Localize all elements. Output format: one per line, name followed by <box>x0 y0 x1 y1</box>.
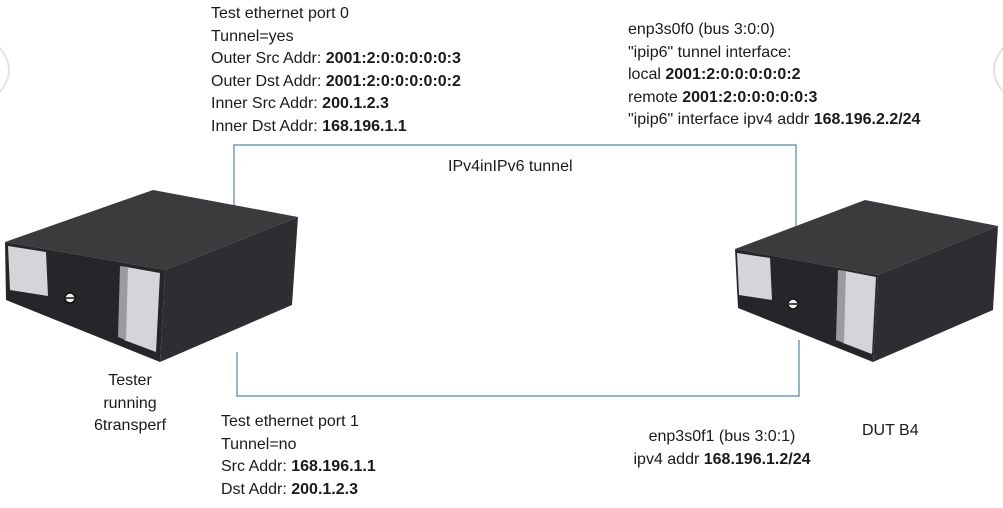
dut-if1-info: enp3s0f1 (bus 3:0:1) ipv4 addr 168.196.1… <box>602 426 842 471</box>
edge-arc-decoration <box>993 46 1003 94</box>
dut-if0-ipv4: "ipip6" interface ipv4 addr 168.196.2.2/… <box>628 109 920 132</box>
port1-dst: Dst Addr: 200.1.2.3 <box>221 479 376 502</box>
tester-label-line1: Tester <box>108 372 152 389</box>
inner-src-label: Inner Src Addr: <box>211 95 323 112</box>
port0-inner-dst: Inner Dst Addr: 168.196.1.1 <box>211 116 461 139</box>
dut-label: DUT B4 <box>862 422 919 439</box>
port0-title: Test ethernet port 0 <box>211 5 349 22</box>
edge-arc-decoration <box>0 46 10 94</box>
port0-info: Test ethernet port 0 Tunnel=yes Outer Sr… <box>211 3 461 138</box>
port0-outer-src: Outer Src Addr: 2001:2:0:0:0:0:0:3 <box>211 48 461 71</box>
outer-src-label: Outer Src Addr: <box>211 50 326 67</box>
dut-if0-desc: "ipip6" tunnel interface: <box>628 43 792 61</box>
tester-label-line3: 6transperf <box>93 417 167 434</box>
port1-tunnel: Tunnel=no <box>221 435 297 453</box>
dut-if0-title: enp3s0f0 (bus 3:0:0) <box>628 21 775 38</box>
dst-label: Dst Addr: <box>221 480 292 498</box>
inner-src-value: 200.1.2.3 <box>322 95 389 112</box>
inner-dst-value: 168.196.1.1 <box>322 117 407 135</box>
dut-if1-ipv4: ipv4 addr 168.196.1.2/24 <box>602 449 842 472</box>
inner-dst-label: Inner Dst Addr: <box>211 117 323 135</box>
ipip6-ipv4-value: 168.196.2.2/24 <box>813 111 921 128</box>
dst-value: 200.1.2.3 <box>291 480 358 498</box>
tunnel-link <box>233 144 797 232</box>
tester-label: Tester running 6transperf <box>78 370 182 438</box>
dut-if0-local: local 2001:2:0:0:0:0:0:2 <box>628 64 920 87</box>
dut-if1-title: enp3s0f1 (bus 3:0:1) <box>648 428 796 445</box>
outer-src-value: 2001:2:0:0:0:0:0:3 <box>325 50 461 67</box>
tester-label-line2: running <box>103 394 157 412</box>
src-label: Src Addr: <box>221 458 292 475</box>
plain-link <box>236 340 800 397</box>
local-value: 2001:2:0:0:0:0:0:2 <box>665 66 801 83</box>
dut-server-icon <box>735 200 998 362</box>
local-label: local <box>628 66 666 83</box>
src-value: 168.196.1.1 <box>291 458 376 475</box>
outer-dst-label: Outer Dst Addr: <box>211 72 326 90</box>
port0-outer-dst: Outer Dst Addr: 2001:2:0:0:0:0:0:2 <box>211 71 461 94</box>
network-links <box>233 144 800 397</box>
ipv4-label: ipv4 addr <box>633 450 704 468</box>
port1-title: Test ethernet port 1 <box>221 413 359 430</box>
remote-label: remote <box>628 88 683 106</box>
dut-if0-info: enp3s0f0 (bus 3:0:0) "ipip6" tunnel inte… <box>628 19 920 132</box>
port1-info: Test ethernet port 1 Tunnel=no Src Addr:… <box>221 411 376 501</box>
port0-tunnel: Tunnel=yes <box>211 27 294 45</box>
dut-if0-remote: remote 2001:2:0:0:0:0:0:3 <box>628 87 920 110</box>
remote-value: 2001:2:0:0:0:0:0:3 <box>682 88 818 106</box>
ipv4-value: 168.196.1.2/24 <box>703 450 811 468</box>
outer-dst-value: 2001:2:0:0:0:0:0:2 <box>325 72 461 90</box>
port0-inner-src: Inner Src Addr: 200.1.2.3 <box>211 93 461 116</box>
ipip6-ipv4-label: "ipip6" interface ipv4 addr <box>628 111 814 128</box>
port1-src: Src Addr: 168.196.1.1 <box>221 456 376 479</box>
tester-server-icon <box>5 190 298 362</box>
tunnel-label: IPv4inIPv6 tunnel <box>448 158 573 175</box>
